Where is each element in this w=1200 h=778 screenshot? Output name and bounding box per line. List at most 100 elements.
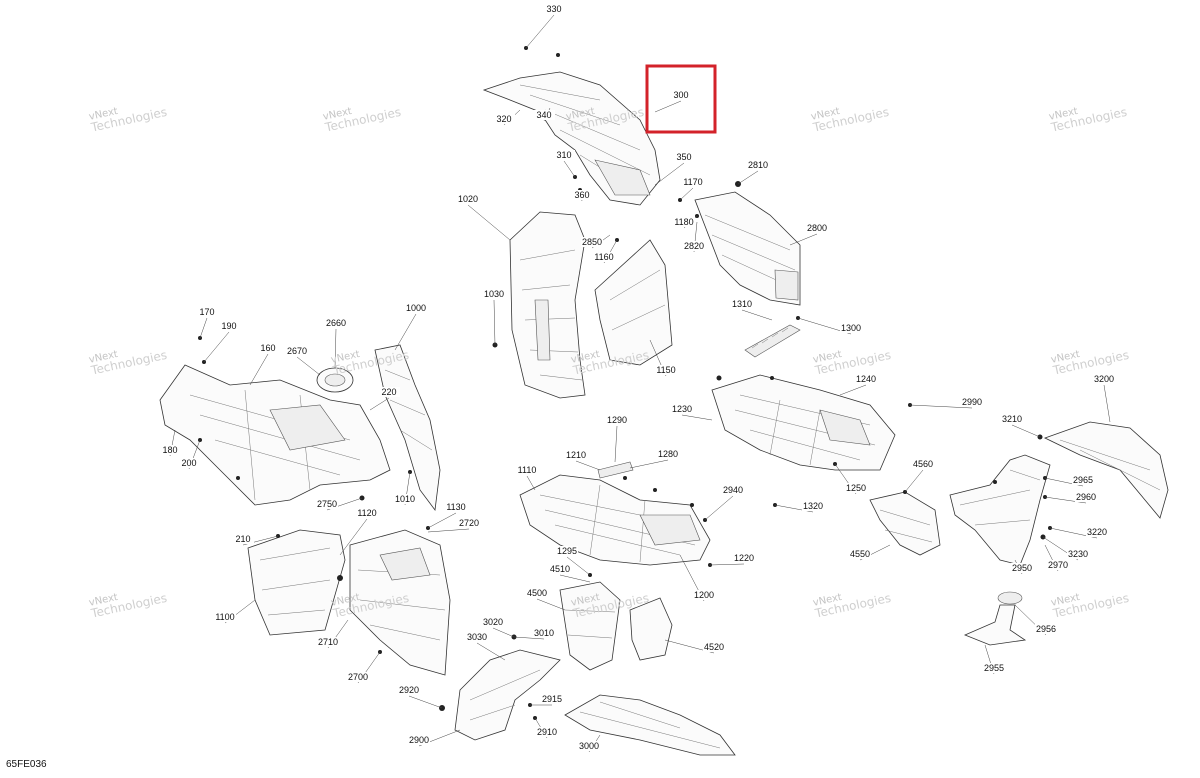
part-number-label: 1280 — [658, 449, 678, 459]
leader-line — [614, 425, 618, 463]
label-background — [581, 237, 603, 247]
label-background — [1047, 560, 1069, 570]
part-number-label: 2800 — [807, 223, 827, 233]
part-4550-drawing — [869, 491, 941, 556]
part-number-label: 2956 — [1036, 624, 1056, 634]
label-background — [578, 741, 600, 751]
part-2800-drawing — [694, 191, 801, 306]
leader-line — [741, 309, 773, 321]
label-background — [1035, 624, 1057, 634]
part-number-label: 3010 — [534, 628, 554, 638]
part-number-label: 1295 — [557, 546, 577, 556]
part-number-label: 1220 — [734, 553, 754, 563]
leader-line — [789, 233, 818, 246]
part-2660-drawing — [316, 367, 354, 393]
part-number-label: 4510 — [550, 564, 570, 574]
label-background — [673, 152, 695, 162]
part-drawings — [159, 46, 1169, 756]
label-background — [257, 343, 279, 353]
label-background — [693, 590, 715, 600]
part-1150-drawing — [594, 239, 673, 366]
part-1200-drawing — [519, 461, 711, 566]
leader-line — [492, 627, 515, 638]
label-background — [849, 549, 871, 559]
label-background — [526, 588, 548, 598]
label-background — [218, 321, 240, 331]
leader-line — [203, 331, 230, 363]
part-number-label: 3220 — [1087, 527, 1107, 537]
leader-line — [427, 512, 457, 529]
part-2900-drawing — [454, 649, 561, 741]
leader-line — [408, 695, 443, 709]
leader-line — [909, 404, 973, 409]
leader-line — [296, 356, 321, 376]
part-number-label: 1200 — [694, 590, 714, 600]
label-background — [533, 110, 555, 120]
leader-line — [249, 353, 269, 386]
label-background — [516, 465, 538, 475]
part-number-label: 1290 — [607, 415, 627, 425]
part-number-label: 1170 — [683, 177, 702, 187]
label-background — [703, 642, 725, 652]
part-number-label: 4550 — [850, 549, 870, 559]
label-background — [733, 553, 755, 563]
label-background — [232, 534, 254, 544]
label-background — [731, 299, 753, 309]
label-background — [806, 223, 828, 233]
part-number-label: 2660 — [326, 318, 346, 328]
part-number-label: 3210 — [1002, 414, 1022, 424]
part-number-label: 1310 — [732, 299, 752, 309]
part-number-label: 360 — [574, 190, 589, 200]
part-number-label: 2900 — [409, 735, 429, 745]
label-background — [483, 289, 505, 299]
part-number-label: 2710 — [318, 637, 338, 647]
label-background — [671, 404, 693, 414]
part-number-label: 2920 — [399, 685, 419, 695]
leader-line — [427, 528, 470, 533]
part-number-label: 1320 — [803, 501, 823, 511]
part-number-label: 1020 — [458, 194, 478, 204]
label-background — [466, 632, 488, 642]
part-number-label: 2750 — [317, 499, 337, 509]
part-number-label: 2810 — [748, 160, 768, 170]
part-number-label: 170 — [199, 307, 214, 317]
leader-line — [493, 299, 496, 346]
leader-line — [575, 460, 601, 471]
label-background — [445, 502, 467, 512]
part-number-label: 1230 — [672, 404, 692, 414]
part-number-label: 320 — [496, 114, 511, 124]
part-number-label: 3200 — [1094, 374, 1114, 384]
part-number-label: 4520 — [704, 642, 724, 652]
part-number-label: 3020 — [483, 617, 503, 627]
label-background — [356, 508, 378, 518]
part-number-label: 1240 — [856, 374, 876, 384]
label-background — [214, 612, 236, 622]
part-160-drawing — [159, 364, 391, 506]
leader-line — [536, 598, 566, 611]
part-number-label: 1100 — [215, 612, 234, 622]
part-number-label: 300 — [673, 90, 688, 100]
label-background — [556, 546, 578, 556]
label-background — [802, 501, 824, 511]
part-2955-drawing — [963, 591, 1027, 646]
label-background — [458, 518, 480, 528]
label-background — [543, 4, 565, 14]
leader-line — [1103, 384, 1111, 423]
document-code: 65FE036 — [6, 759, 47, 770]
part-1230-drawing — [711, 374, 896, 471]
part-number-label: 1030 — [484, 289, 504, 299]
label-background — [325, 318, 347, 328]
part-number-label: 350 — [676, 152, 691, 162]
highlight-box — [645, 64, 717, 134]
leader-line — [654, 162, 685, 186]
label-background — [912, 459, 934, 469]
part-3000-drawing — [564, 694, 736, 756]
leader-line — [525, 14, 555, 49]
label-background — [682, 177, 704, 187]
label-background — [855, 374, 877, 384]
leader-line — [563, 160, 576, 178]
label-background — [316, 499, 338, 509]
part-number-label: 3030 — [467, 632, 487, 642]
label-background — [571, 190, 593, 200]
